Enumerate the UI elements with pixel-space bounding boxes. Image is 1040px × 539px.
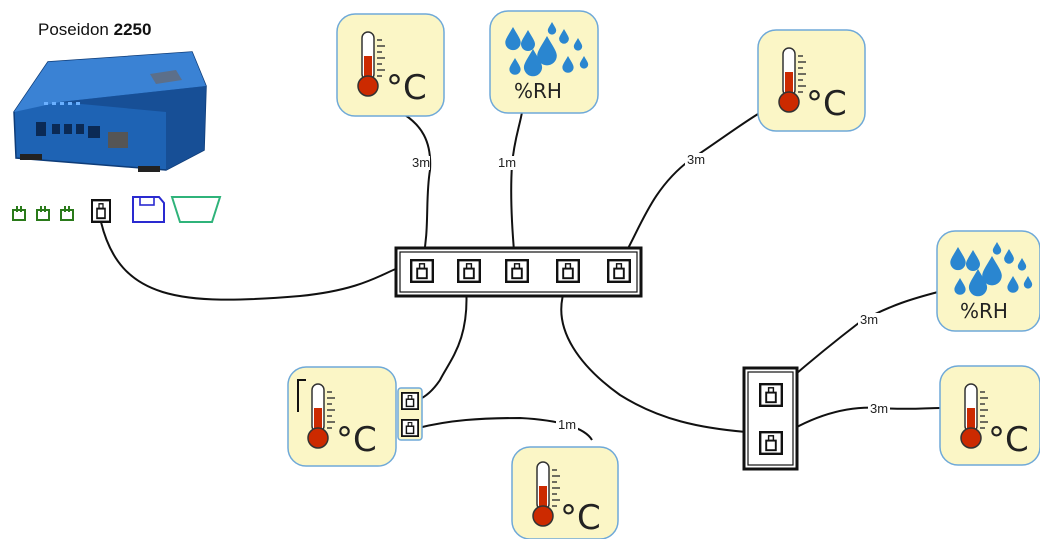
- hub-port-2: [457, 259, 481, 283]
- cable-labels: 3m 1m 3m 3m 3m 1m: [410, 152, 890, 432]
- cable-hub-splitter: [560, 285, 747, 433]
- temperature-unit-label: °C: [386, 68, 427, 108]
- humidity-unit-label: %RH: [960, 299, 1008, 323]
- cable-label-2: 1m: [498, 155, 516, 170]
- digital-input-icon-3: [60, 206, 74, 221]
- mini-connector-port-1: [400, 391, 420, 411]
- hub-port-5: [607, 259, 631, 283]
- temperature-sensor-4: °C: [511, 446, 619, 539]
- cable-hub-temp-1: [404, 114, 432, 264]
- temperature-sensor-1: °C: [336, 13, 445, 117]
- cable-device-hub: [100, 221, 399, 301]
- cable-splitter-rh-2: [774, 291, 939, 393]
- poseidon-device-image: [13, 51, 207, 172]
- cable-label-3: 3m: [687, 152, 705, 167]
- trapezoid-icon: [170, 196, 222, 223]
- cable-label-4: 3m: [860, 312, 878, 327]
- mini-connector: [397, 387, 423, 441]
- temperature-unit-label: °C: [560, 498, 601, 538]
- mini-connector-port-2: [400, 418, 420, 438]
- cable-label-1: 3m: [412, 155, 430, 170]
- hub-port-1: [410, 259, 434, 283]
- floppy-icon: [132, 196, 165, 223]
- cable-hub-rh-1: [510, 111, 523, 263]
- digital-input-icon-2: [36, 206, 50, 221]
- cable-mini-temp-4: [417, 416, 593, 441]
- device-bus-port-icon: [90, 198, 112, 224]
- device-name: Poseidon: [38, 20, 109, 39]
- temperature-unit-label: °C: [806, 84, 847, 124]
- splitter-port-2: [759, 431, 783, 455]
- hub-port-4: [556, 259, 580, 283]
- digital-input-icon-1: [12, 206, 26, 221]
- temperature-sensor-3: °C: [939, 365, 1040, 466]
- temperature-unit-label: °C: [988, 420, 1029, 460]
- temperature-unit-label: °C: [336, 420, 377, 460]
- sensor-hub: [394, 246, 643, 298]
- splitter-port-1: [759, 383, 783, 407]
- hub-port-3: [505, 259, 529, 283]
- cable-hub-temp-2: [619, 113, 759, 264]
- cable-label-6: 1m: [558, 417, 576, 432]
- temperature-sensor-mini: °C: [287, 366, 397, 467]
- device-title: Poseidon 2250: [38, 20, 151, 40]
- sensor-splitter: [742, 366, 799, 471]
- temperature-sensor-2: °C: [757, 29, 866, 132]
- humidity-sensor-1: %RH: [489, 10, 599, 114]
- humidity-unit-label: %RH: [514, 79, 562, 103]
- device-model: 2250: [113, 20, 152, 39]
- cable-hub-mini: [417, 285, 468, 401]
- cable-splitter-temp-3: [774, 406, 941, 441]
- cable-label-5: 3m: [870, 401, 888, 416]
- humidity-sensor-2: %RH: [936, 230, 1040, 332]
